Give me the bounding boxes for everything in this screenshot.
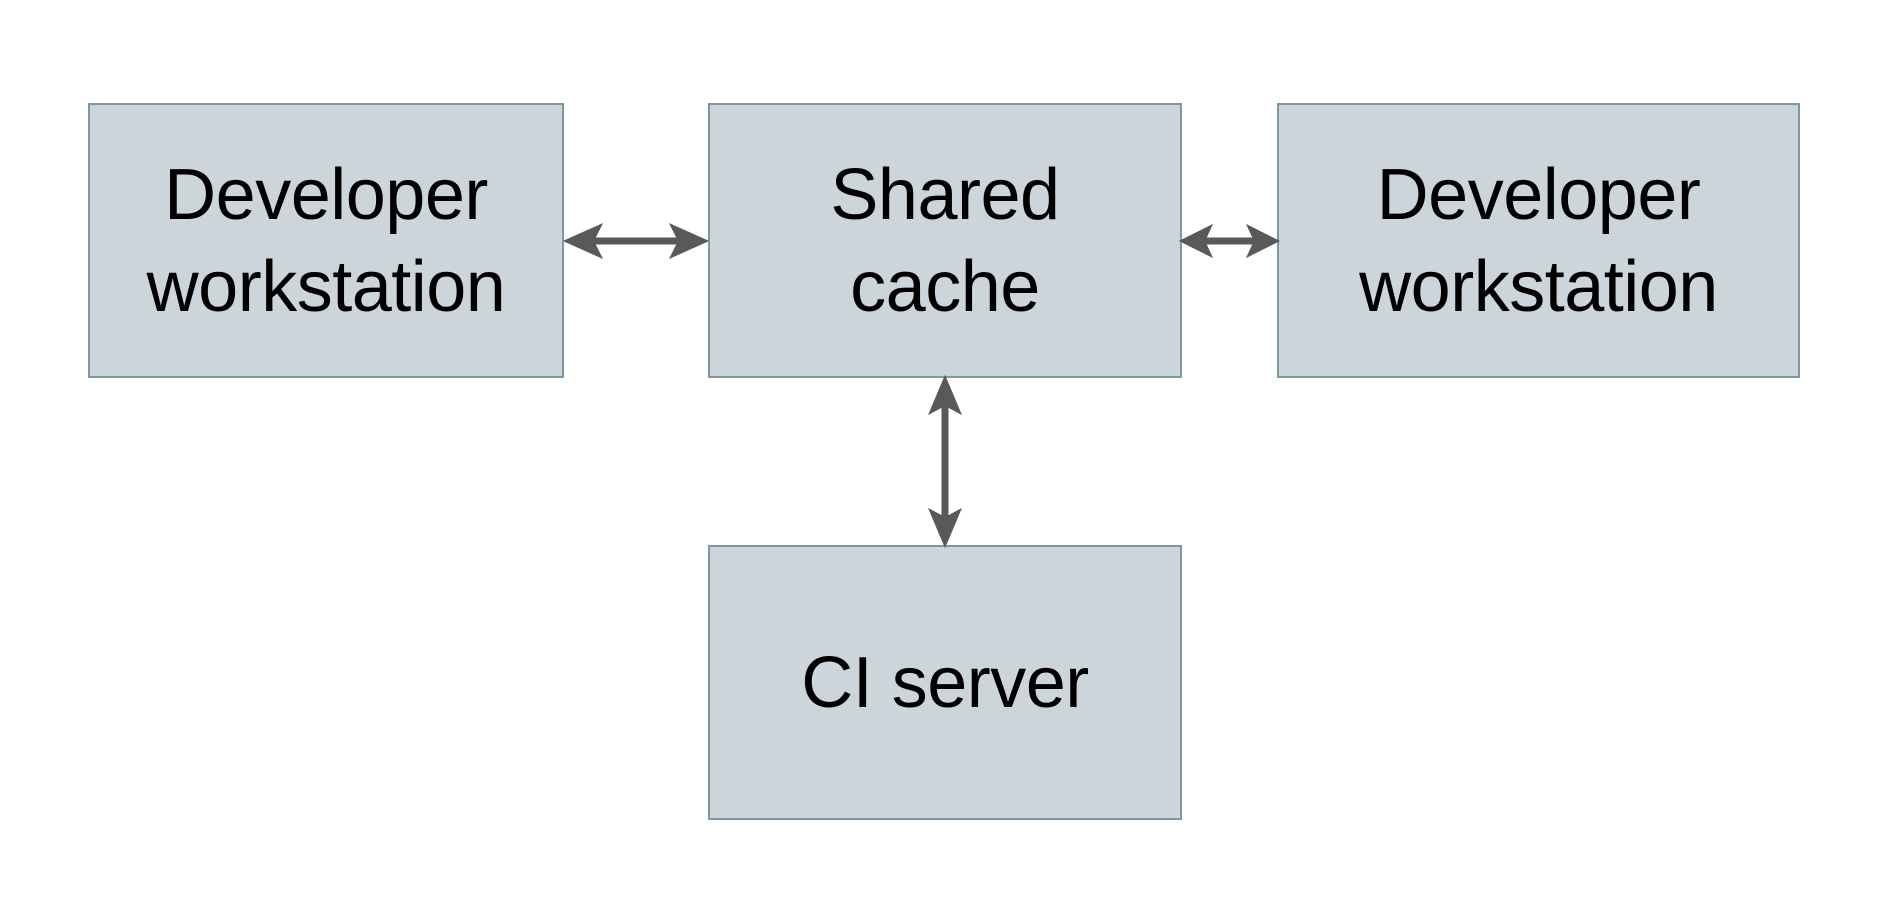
connector-shared-cache-to-ci-server[interactable] bbox=[915, 370, 975, 553]
node-label: Shared cache bbox=[830, 154, 1060, 327]
node-developer-workstation-right[interactable]: Developer workstation bbox=[1277, 103, 1800, 378]
connector-shared-cache-to-developer-workstation-right[interactable] bbox=[1174, 211, 1285, 271]
double-headed-arrow-icon bbox=[1178, 223, 1281, 259]
node-label: Developer workstation bbox=[146, 154, 506, 327]
node-label: Developer workstation bbox=[1359, 154, 1718, 327]
double-headed-arrow-icon bbox=[927, 374, 963, 549]
node-ci-server[interactable]: CI server bbox=[708, 545, 1182, 820]
double-headed-arrow-icon bbox=[562, 222, 710, 260]
node-label: CI server bbox=[801, 642, 1089, 723]
connector-developer-workstation-left-to-shared-cache[interactable] bbox=[556, 211, 716, 271]
node-developer-workstation-left[interactable]: Developer workstation bbox=[88, 103, 564, 378]
node-shared-cache[interactable]: Shared cache bbox=[708, 103, 1182, 378]
